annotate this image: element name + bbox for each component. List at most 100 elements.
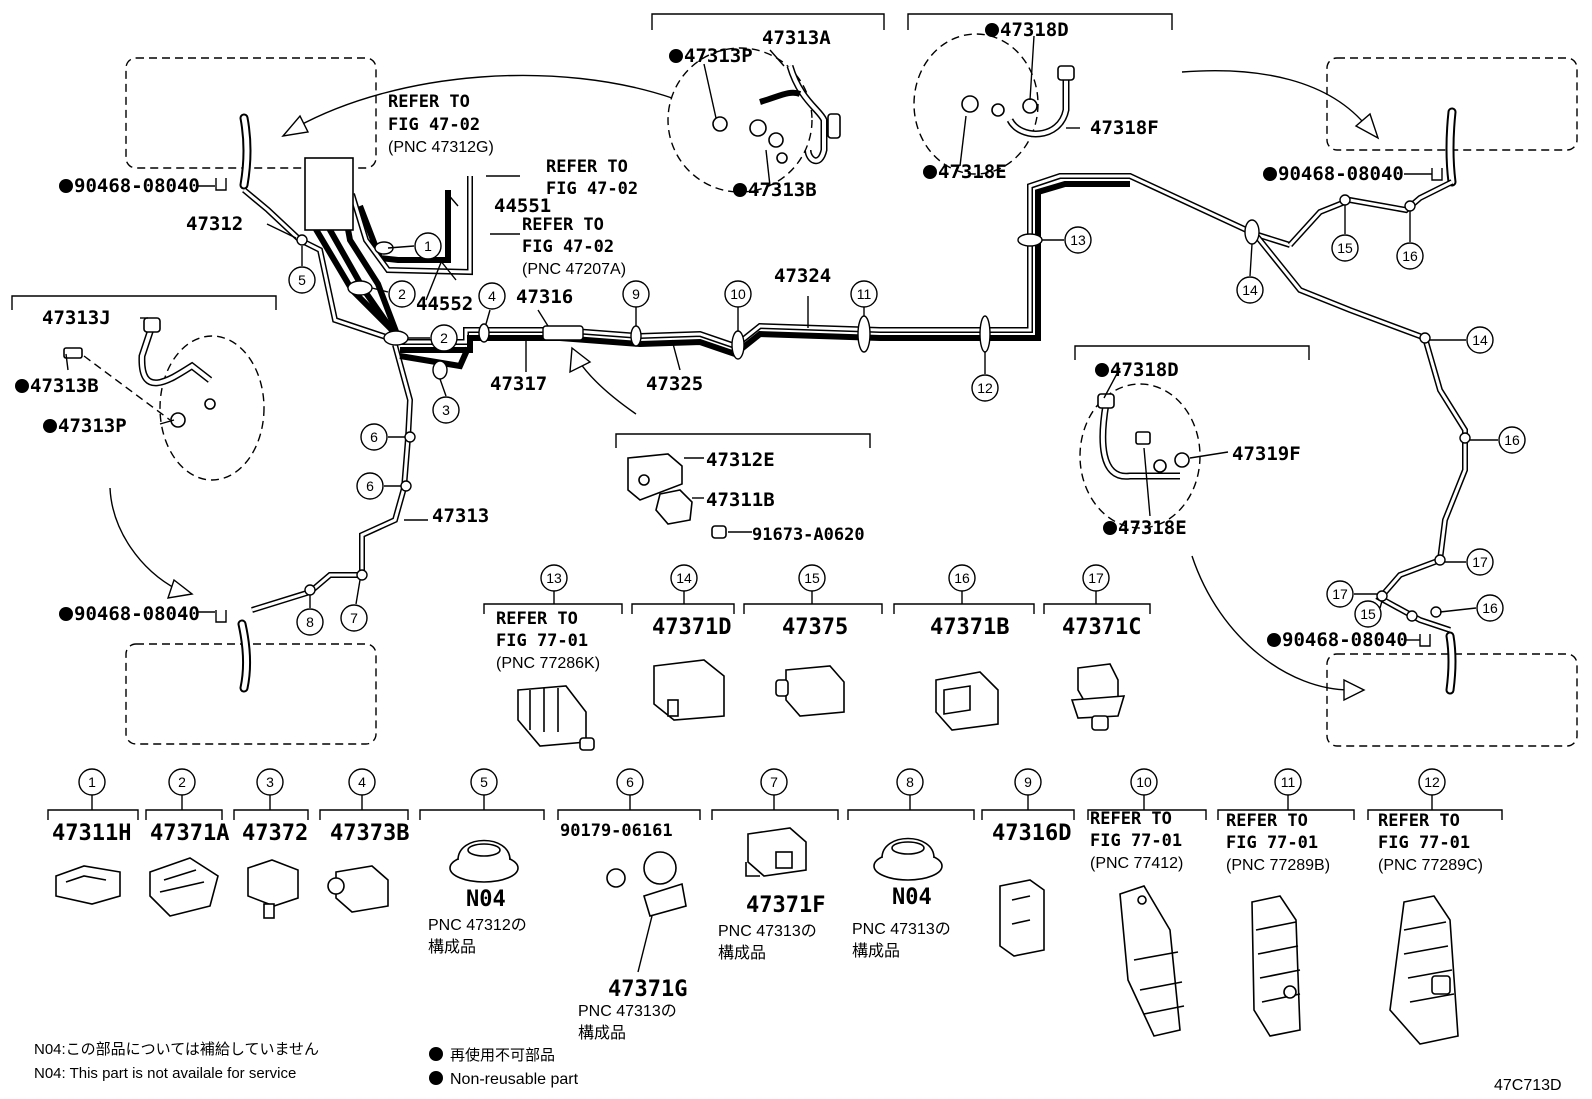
label-47318E-right: 47318E	[1118, 517, 1187, 539]
legend-5-note2: 構成品	[428, 938, 476, 956]
svg-text:10: 10	[730, 286, 746, 302]
svg-text:8: 8	[906, 774, 914, 790]
legend-15-pn: 47375	[782, 615, 848, 640]
legend-17-pn: 47371C	[1062, 615, 1141, 640]
footer-n04-jp: N04:この部品については補給していません	[34, 1041, 319, 1058]
legend-13-line3: (PNC 77286K)	[496, 655, 600, 672]
svg-text:1: 1	[88, 774, 96, 790]
detail-circle-top-right	[913, 33, 1039, 175]
clip-77286k-shape	[517, 685, 595, 751]
detail-bracket-top-left	[651, 13, 885, 30]
detail-bracket-top-right	[907, 13, 1173, 30]
label-47313J: 47313J	[42, 307, 111, 329]
svg-text:9: 9	[632, 286, 640, 302]
ref1-line2: FIG 47-02	[388, 115, 480, 135]
clip-47373b-shape	[327, 865, 389, 913]
legend-12-line3: (PNC 77289C)	[1378, 857, 1483, 874]
legend-row-2: 1 47311H 2 47371A 3 47372 4 47373B	[47, 768, 1503, 1045]
legend-7-note1: PNC 47313の	[718, 923, 817, 940]
ref2-line2: FIG 47-02	[546, 179, 638, 199]
leader-lines	[65, 35, 1432, 641]
clip-47372-shape	[247, 859, 299, 919]
svg-text:6: 6	[626, 774, 634, 790]
svg-text:15: 15	[804, 570, 820, 586]
footer: N04:この部品については補給していません N04: This part is …	[34, 1041, 1562, 1094]
clip-47371c-shape	[1070, 663, 1126, 731]
label-47313B-left: 47313B	[30, 375, 99, 397]
wheel-area-front-left	[125, 57, 377, 169]
ref3-line2: FIG 47-02	[522, 237, 614, 257]
detail-parts-clip	[627, 453, 727, 539]
arrow-to-rear-right	[1191, 555, 1351, 691]
legend-5-code: N04	[466, 887, 506, 912]
detail-bracket-clip	[615, 433, 871, 448]
clip-47371d-shape	[653, 659, 725, 721]
detail-parts-right	[1097, 393, 1190, 480]
svg-text:9: 9	[1024, 774, 1032, 790]
label-47312E: 47312E	[706, 449, 775, 471]
svg-text:2: 2	[178, 774, 186, 790]
legend-5-note1: PNC 47312の	[428, 917, 527, 934]
svg-text:12: 12	[977, 380, 993, 396]
label-47313: 47313	[432, 505, 489, 527]
svg-text:14: 14	[1472, 332, 1488, 348]
arrow-to-clip-detail	[577, 359, 637, 415]
svg-text:10: 10	[1136, 774, 1152, 790]
legend-7-pn: 47371F	[746, 893, 825, 918]
label-47324: 47324	[774, 265, 831, 287]
detail-bracket-right	[1074, 345, 1310, 360]
legend-13-line2: FIG 77-01	[496, 631, 588, 651]
label-47318E-top: 47318E	[938, 161, 1007, 183]
grommet-n04-shape-1	[449, 839, 519, 883]
label-47313P-left: 47313P	[58, 415, 127, 437]
detail-circle-top-left	[667, 47, 813, 193]
non-reusable-markers	[15, 23, 1281, 647]
footer-nonreuse-jp: 再使用不可部品	[450, 1047, 555, 1064]
ref3-line1: REFER TO	[522, 215, 604, 235]
ref2-line1: REFER TO	[546, 157, 628, 177]
svg-text:11: 11	[1281, 774, 1296, 790]
legend-8-note1: PNC 47313の	[852, 921, 951, 938]
label-bolt-rear-left: 90468-08040	[74, 603, 200, 625]
svg-text:14: 14	[1242, 282, 1258, 298]
label-47317: 47317	[490, 373, 547, 395]
clip-47375-shape	[775, 665, 845, 717]
bolt-markers	[215, 168, 1443, 647]
clip-47371a-shape	[149, 857, 219, 917]
label-bolt-front-right: 90468-08040	[1278, 163, 1404, 185]
footer-n04-en: N04: This part is not availale for servi…	[34, 1065, 296, 1082]
ref1-line1: REFER TO	[388, 92, 470, 112]
svg-text:7: 7	[770, 774, 778, 790]
legend-1-pn: 47311H	[52, 821, 131, 846]
arrow-head-clip-detail	[569, 346, 592, 374]
legend-11-line1: REFER TO	[1226, 811, 1308, 831]
legend-8-note2: 構成品	[852, 942, 900, 960]
label-bolt-front-left: 90468-08040	[74, 175, 200, 197]
clip-47371f-shape	[745, 827, 807, 877]
ref3-line3: (PNC 47207A)	[522, 261, 626, 278]
svg-text:16: 16	[1504, 432, 1520, 448]
arrow-to-front-right	[1181, 69, 1369, 129]
clip-90179-shape	[606, 851, 687, 917]
label-47313A: 47313A	[762, 27, 831, 49]
svg-text:16: 16	[1402, 248, 1418, 264]
legend-4-pn: 47373B	[330, 821, 409, 846]
svg-text:16: 16	[1482, 600, 1498, 616]
abs-actuator-bracket	[304, 157, 354, 231]
svg-text:8: 8	[306, 614, 314, 630]
svg-text:4: 4	[488, 288, 496, 304]
svg-text:17: 17	[1332, 586, 1348, 602]
svg-text:12: 12	[1424, 774, 1440, 790]
svg-text:15: 15	[1337, 240, 1353, 256]
legend-8-code: N04	[892, 885, 932, 910]
clip-47311h-shape	[55, 865, 121, 905]
clip-77412-shape	[1119, 885, 1185, 1037]
legend-10-line1: REFER TO	[1090, 809, 1172, 829]
svg-text:4: 4	[358, 774, 366, 790]
svg-text:7: 7	[350, 610, 358, 626]
detail-bracket-left	[11, 295, 277, 310]
wheel-area-rear-right	[1326, 653, 1578, 747]
detail-circle-left	[159, 335, 265, 481]
arrow-head-rear-left	[166, 578, 194, 599]
legend-3-pn: 47372	[242, 821, 308, 846]
